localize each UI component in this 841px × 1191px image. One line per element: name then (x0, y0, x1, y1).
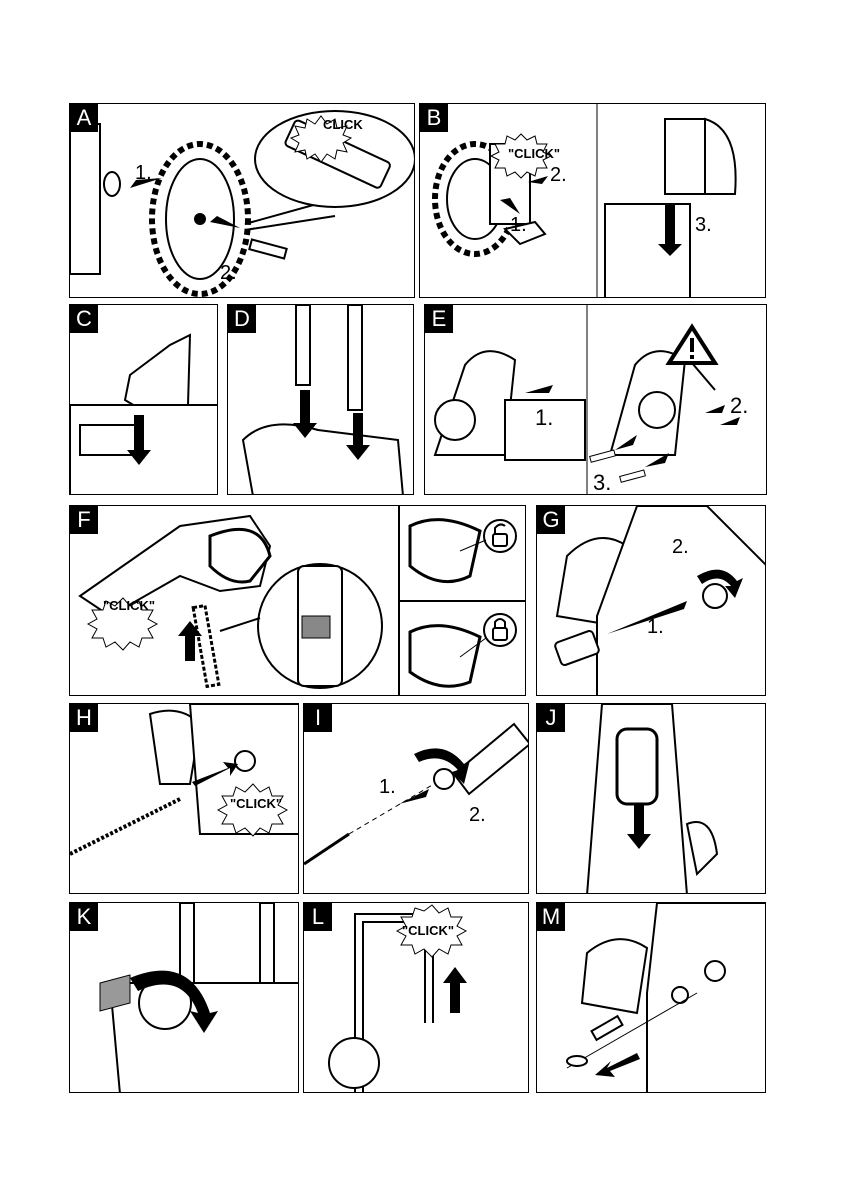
panel-letter: M (537, 903, 565, 931)
step-2: 2. (220, 262, 237, 285)
panel-letter: C (70, 305, 98, 333)
arrow-icon (399, 789, 429, 804)
panel-letter: K (70, 903, 98, 931)
panel-letter: D (228, 305, 256, 333)
arrow-icon (443, 967, 467, 1013)
panel-k: K (69, 902, 299, 1093)
panel-c: C (69, 304, 218, 495)
panel-letter: I (304, 704, 332, 732)
step-1: 1. (535, 405, 553, 431)
panel-i: I 1. 2. (303, 703, 529, 894)
step-1: 1. (379, 776, 396, 799)
step-2: 2. (672, 536, 689, 559)
wheel-icon (70, 104, 415, 298)
arrow-icon (595, 1053, 640, 1077)
click-label: "CLICK" (402, 923, 454, 938)
hose-icon (70, 799, 180, 854)
panel-g: G 1. 2. (536, 505, 766, 696)
click-label: "CLICK" (230, 796, 282, 811)
step-2: 2. (550, 164, 567, 187)
hose-icon (304, 834, 349, 864)
panel-letter: E (425, 305, 453, 333)
screw-icon (590, 450, 616, 462)
arrow-icon (525, 385, 553, 393)
step-2: 2. (730, 393, 748, 419)
panel-j: J (536, 703, 766, 894)
panel-m: M (536, 902, 766, 1093)
panel-f: F "CLICK" (69, 505, 399, 696)
step-1: 1. (135, 162, 152, 185)
panel-letter: L (304, 903, 332, 931)
panel-l: L "CLICK" (303, 902, 529, 1093)
panel-letter: G (537, 506, 565, 534)
panel-b: B 1. 2. 3. "CLICK" (419, 103, 766, 298)
panel-letter: F (70, 506, 98, 534)
panel-e: E 1. 2. 3. (424, 304, 767, 495)
panel-letter: B (420, 104, 448, 132)
panel-d: D (227, 304, 414, 495)
step-1: 1. (510, 214, 527, 237)
panel-f-locked (399, 601, 526, 696)
panel-letter: A (70, 104, 98, 132)
panel-f-unlocked (399, 505, 526, 601)
click-label: "CLICK" (103, 598, 155, 613)
click-label: "CLICK" (508, 146, 560, 161)
click-label: CLICK (323, 117, 363, 132)
panel-a: A 1. 2. CLICK (69, 103, 415, 298)
panel-letter: J (537, 704, 565, 732)
panel-h: H "CLICK" (69, 703, 299, 894)
step-2: 2. (469, 804, 486, 827)
step-3: 3. (593, 470, 611, 495)
step-1: 1. (647, 616, 664, 639)
step-3: 3. (695, 214, 712, 237)
panel-letter: H (70, 704, 98, 732)
hose-icon (193, 606, 219, 687)
